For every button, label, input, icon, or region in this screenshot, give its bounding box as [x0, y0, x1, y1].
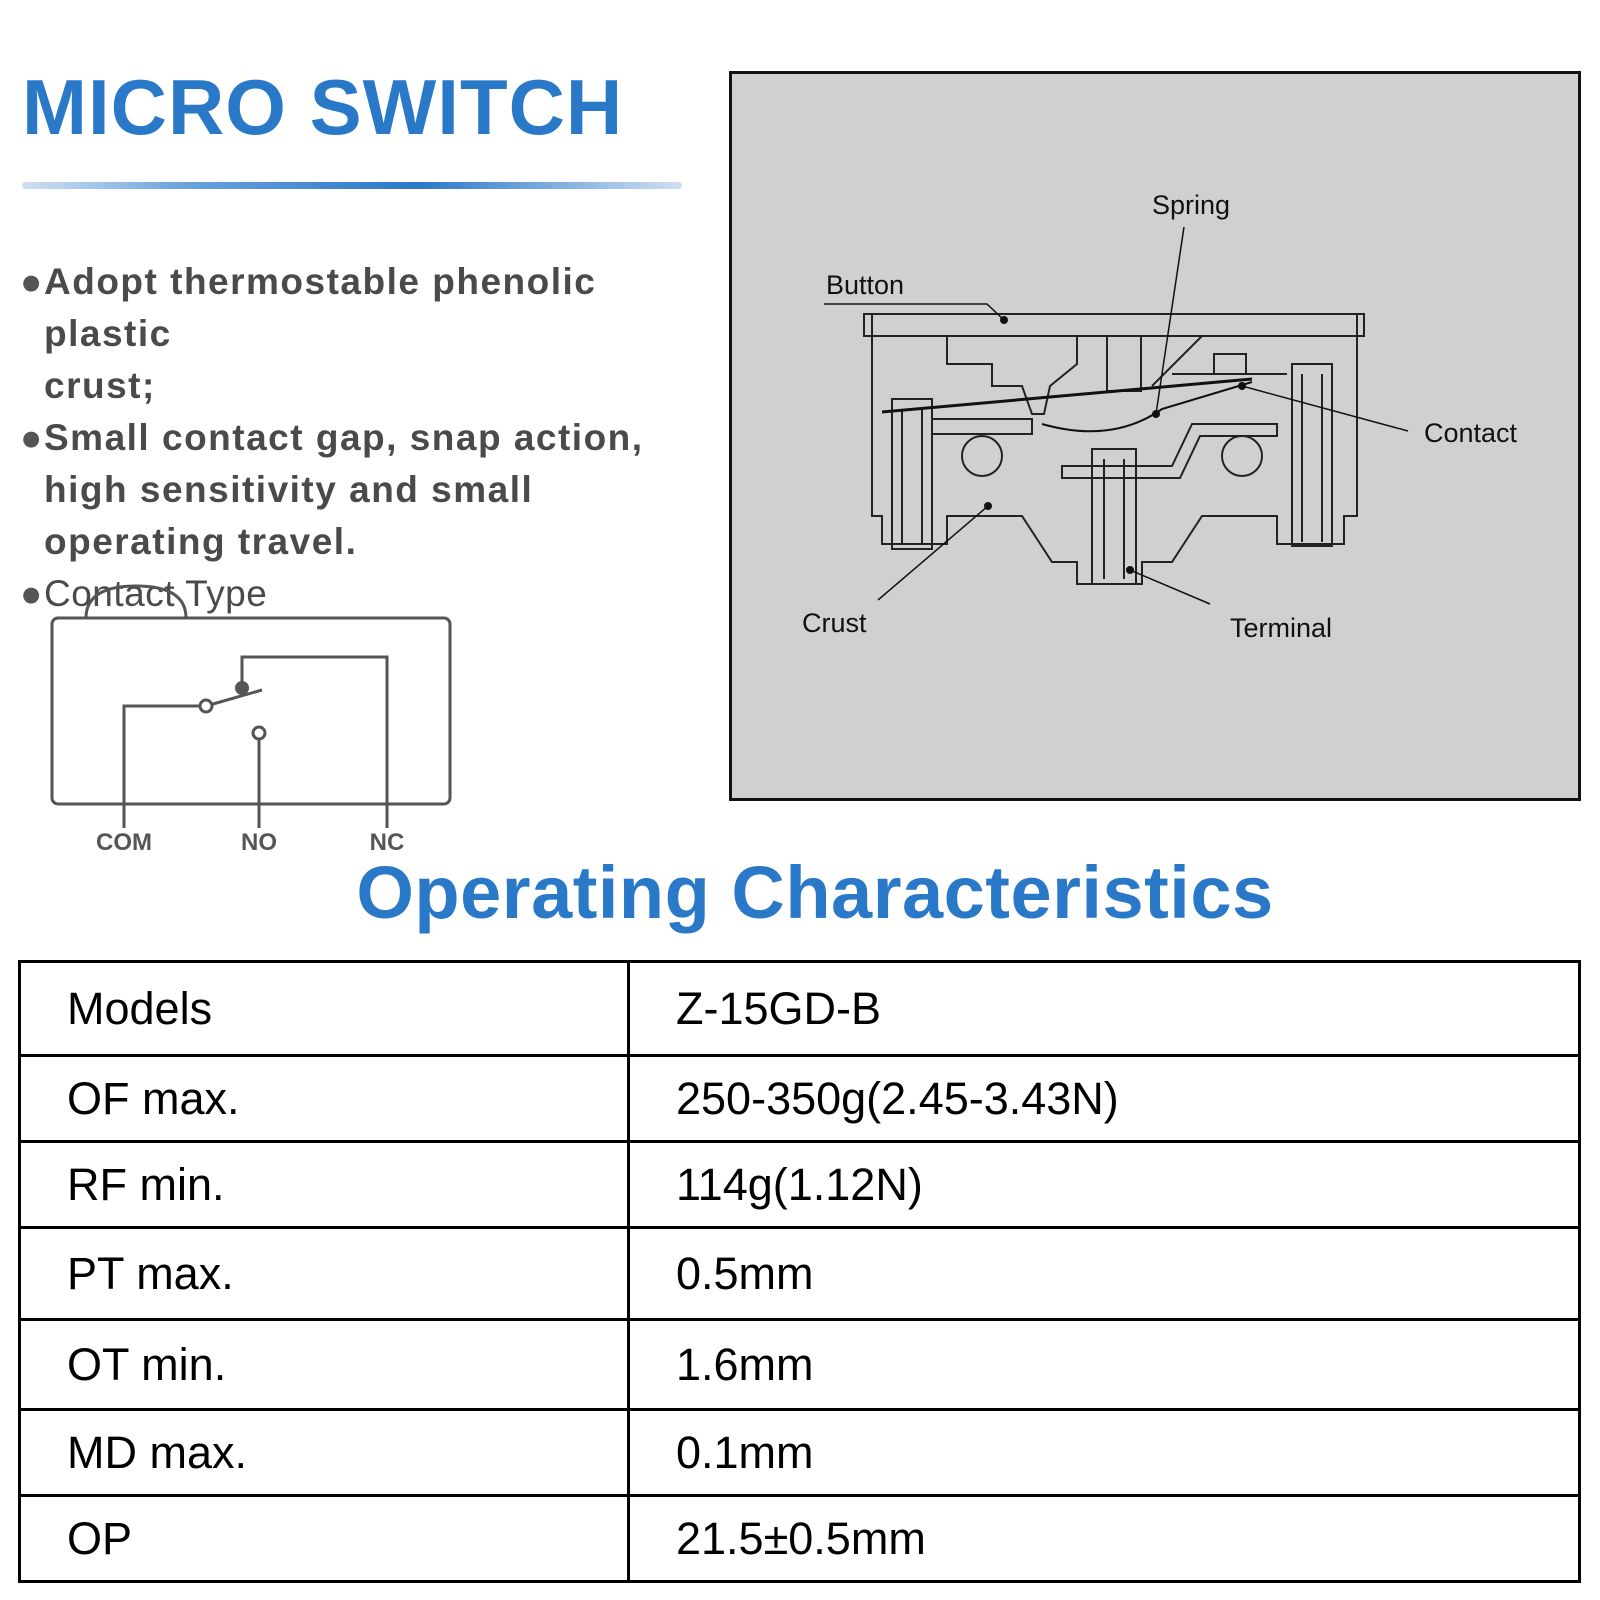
center-terminal: [1091, 448, 1137, 585]
feature-list: ● Adopt thermostable phenolic plastic cr…: [20, 256, 720, 620]
no-contact-point: [251, 725, 267, 741]
housing-slope: [1151, 335, 1203, 387]
crust-leader-dot: [984, 502, 992, 510]
spring-leaf: [881, 377, 1253, 414]
table-row: MD max. 0.1mm: [18, 1408, 1581, 1497]
table-row: OT min. 1.6mm: [18, 1318, 1581, 1411]
top-plate: [863, 313, 1365, 337]
row-label: MD max.: [18, 1408, 630, 1497]
contact-leader-dot: [1238, 382, 1246, 390]
spring-leader-dot: [1152, 410, 1160, 418]
table-row: RF min. 114g(1.12N): [18, 1140, 1581, 1229]
spring-label: Spring: [1152, 190, 1230, 220]
row-value: Z-15GD-B: [627, 960, 1581, 1057]
crust-leader: [877, 505, 989, 601]
button-leader-dot: [1000, 316, 1008, 324]
row-label: Models: [18, 960, 630, 1057]
table-row: Models Z-15GD-B: [18, 960, 1581, 1057]
row-value: 1.6mm: [627, 1318, 1581, 1411]
row-value: 250-350g(2.45-3.43N): [627, 1054, 1581, 1143]
button-plunger: [946, 336, 1078, 415]
terminal-label-com: COM: [96, 829, 152, 856]
feature-item: ● Adopt thermostable phenolic plastic cr…: [20, 256, 720, 412]
switch-cross-section: Spring Button Contact Crust Terminal: [802, 190, 1518, 643]
feature-line: crust;: [44, 365, 156, 406]
feature-line: Adopt thermostable phenolic plastic: [44, 261, 597, 354]
row-label: PT max.: [18, 1226, 630, 1321]
contact-leader: [1241, 385, 1409, 432]
bullet-icon: ●: [20, 417, 44, 458]
contact-label: Contact: [1424, 418, 1518, 448]
com-contact-point: [198, 698, 214, 714]
mounting-hole: [961, 435, 1003, 477]
page-title: MICRO SWITCH: [22, 63, 624, 151]
feature-line: Contact Type: [44, 573, 268, 614]
feature-line: Small contact gap, snap action,: [44, 417, 644, 458]
com-wire: [122, 704, 206, 828]
contact-type-diagram: COM NO NC: [50, 584, 452, 856]
switch-lever: [205, 688, 263, 708]
title-underline: [22, 182, 682, 189]
center-bracket: [1061, 423, 1278, 479]
bullet-icon: ●: [20, 261, 44, 302]
terminal-label-nc: NC: [370, 829, 405, 856]
row-value: 0.1mm: [627, 1408, 1581, 1497]
right-terminal: [1291, 363, 1333, 547]
structure-diagram-panel: Spring Button Contact Crust Terminal: [729, 71, 1581, 801]
table-row: PT max. 0.5mm: [18, 1226, 1581, 1321]
button-leader: [824, 303, 1005, 321]
left-terminal: [891, 398, 933, 550]
button-label: Button: [826, 270, 904, 300]
bullet-icon: ●: [20, 573, 43, 614]
terminal-label-no: NO: [241, 829, 277, 856]
nc-contact-point: [235, 681, 249, 695]
table-row: OF max. 250-350g(2.45-3.43N): [18, 1054, 1581, 1143]
characteristics-table: Models Z-15GD-B OF max. 250-350g(2.45-3.…: [18, 960, 1581, 1583]
terminal-leader-dot: [1126, 566, 1134, 574]
switch-body: [50, 616, 452, 806]
row-label: OP: [18, 1494, 630, 1583]
feature-line: operating travel.: [44, 521, 358, 562]
row-value: 21.5±0.5mm: [627, 1494, 1581, 1583]
terminal-label: Terminal: [1230, 613, 1332, 643]
feature-item: ● Small contact gap, snap action, high s…: [20, 412, 720, 568]
row-label: OF max.: [18, 1054, 630, 1143]
terminal-leader: [1129, 569, 1211, 605]
nc-wire: [240, 655, 389, 828]
feature-line: high sensitivity and small: [44, 469, 534, 510]
spring-leader: [1155, 226, 1185, 415]
moving-contact: [1213, 353, 1247, 375]
row-label: OT min.: [18, 1318, 630, 1411]
button-cap: [1106, 335, 1142, 392]
feature-item: ● Contact Type: [20, 568, 720, 620]
section-title: Operating Characteristics: [356, 851, 1274, 934]
row-label: RF min.: [18, 1140, 630, 1229]
row-value: 114g(1.12N): [627, 1140, 1581, 1229]
row-value: 0.5mm: [627, 1226, 1581, 1321]
table-row: OP 21.5±0.5mm: [18, 1494, 1581, 1583]
actuator-dome: [84, 584, 188, 619]
contact-bracket: [932, 418, 1033, 435]
mounting-hole: [1221, 435, 1263, 477]
crust-label: Crust: [802, 608, 867, 638]
